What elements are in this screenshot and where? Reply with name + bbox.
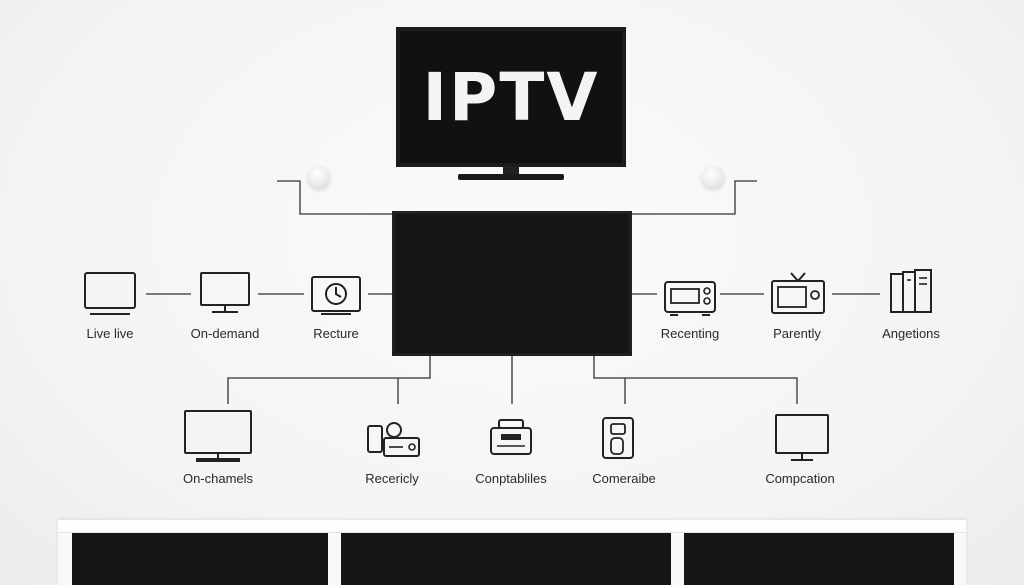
retro-tv-icon bbox=[771, 271, 825, 317]
monitor-icon bbox=[84, 272, 136, 318]
desktop-monitor-icon bbox=[200, 272, 250, 316]
tv-stand-neck bbox=[503, 166, 519, 174]
connector-bottom-left bbox=[227, 356, 431, 404]
node-label-comeraibe: Comeraibe bbox=[592, 471, 656, 486]
node-label-recture: Recture bbox=[313, 326, 359, 341]
display-icon bbox=[775, 414, 829, 462]
iptv-tv-screen: IPTV bbox=[396, 27, 626, 167]
wall-knob-right bbox=[702, 166, 724, 188]
connector-top-right bbox=[632, 180, 757, 215]
camera-device-icon bbox=[601, 416, 635, 462]
node-label-live: Live live bbox=[86, 326, 134, 341]
shelf-panel-center bbox=[341, 533, 671, 585]
shelf-panel-right bbox=[684, 533, 954, 585]
node-label-recericly: Recericly bbox=[365, 471, 419, 486]
node-label-parently: Parently bbox=[773, 326, 821, 341]
connector-top-left bbox=[277, 180, 392, 215]
devices-icon bbox=[367, 420, 421, 460]
wide-monitor-icon bbox=[184, 410, 252, 464]
set-top-box-icon bbox=[664, 281, 716, 317]
receiver-icon bbox=[489, 418, 533, 458]
node-label-compcation: Compcation bbox=[765, 471, 835, 486]
node-label-recenting: Recenting bbox=[660, 326, 720, 341]
clock-screen-icon bbox=[311, 276, 361, 318]
node-label-ondemand: On-demand bbox=[190, 326, 260, 341]
node-label-angetions: Angetions bbox=[882, 326, 940, 341]
shelf-panel-left bbox=[72, 533, 328, 585]
shelf-top-edge bbox=[58, 520, 966, 533]
node-label-onchamels: On-chamels bbox=[182, 471, 254, 486]
wall-knob-left bbox=[308, 166, 330, 188]
tv-stand-base bbox=[458, 174, 564, 180]
connector-bottom-right bbox=[593, 356, 798, 404]
central-tv-screen bbox=[392, 211, 632, 356]
files-icon bbox=[889, 268, 935, 316]
node-label-conptabliles: Conptabliles bbox=[475, 471, 547, 486]
iptv-title: IPTV bbox=[422, 58, 600, 136]
